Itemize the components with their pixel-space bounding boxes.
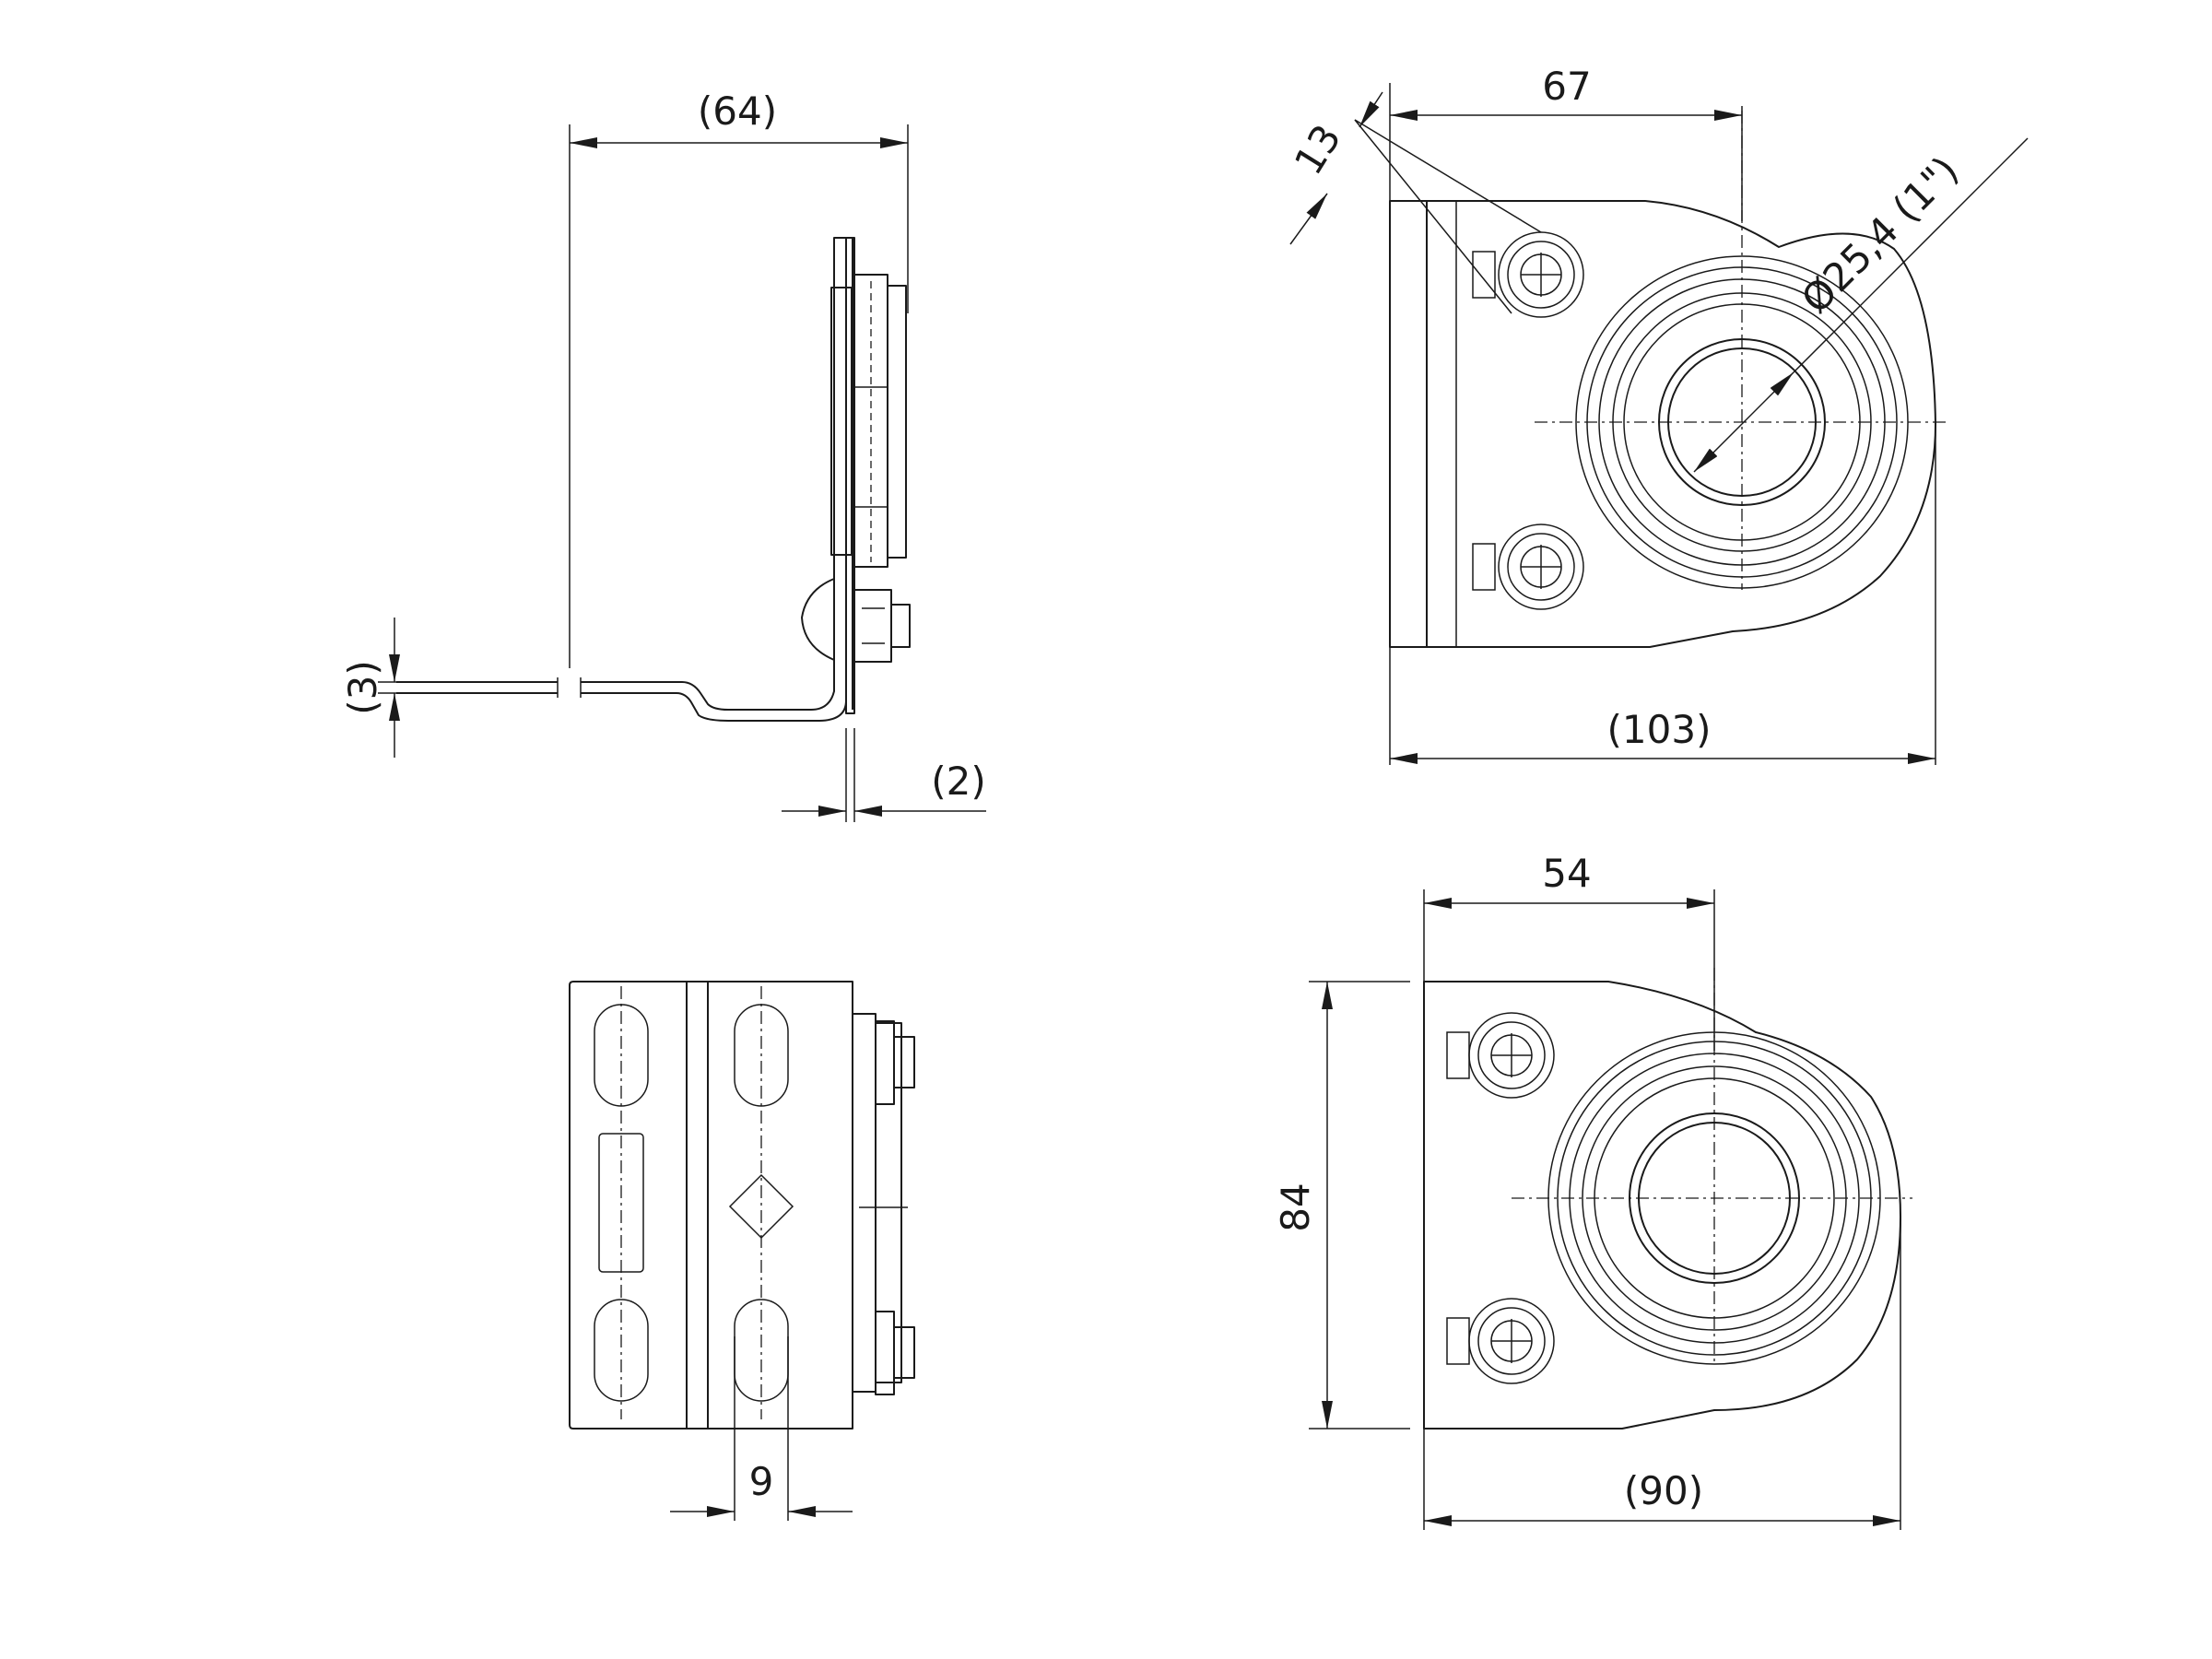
dim-side-width: (64) (698, 88, 777, 134)
bottom-view: 9 (569, 981, 915, 1521)
bolt-head-icon (1446, 1298, 1555, 1384)
dim-side-thickness: (3) (340, 660, 385, 715)
dim-front-bore-diameter: Ø25,4 (1") (1793, 147, 1967, 322)
dim-front-slot-width: 13 (1286, 117, 1350, 182)
bolt-head-icon (1472, 524, 1584, 610)
dim-plan-hole-offset: 54 (1542, 851, 1591, 896)
dim-front-hole-offset: 67 (1542, 64, 1591, 109)
dim-bottom-slot-width: 9 (749, 1459, 774, 1504)
dim-side-plate-gap: (2) (931, 759, 986, 804)
bolt-head-icon (1472, 231, 1584, 318)
front-view: 67 13 Ø25,4 (1") (103) (1286, 64, 2029, 765)
bolt-head-icon (1446, 1012, 1555, 1099)
dim-plan-height: 84 (1273, 1182, 1318, 1231)
plan-view: 54 84 (90) (1273, 851, 1912, 1530)
side-view: (64) (3) (2) (340, 88, 986, 822)
dim-plan-overall-width: (90) (1624, 1468, 1703, 1513)
dim-front-overall-width: (103) (1607, 707, 1712, 752)
